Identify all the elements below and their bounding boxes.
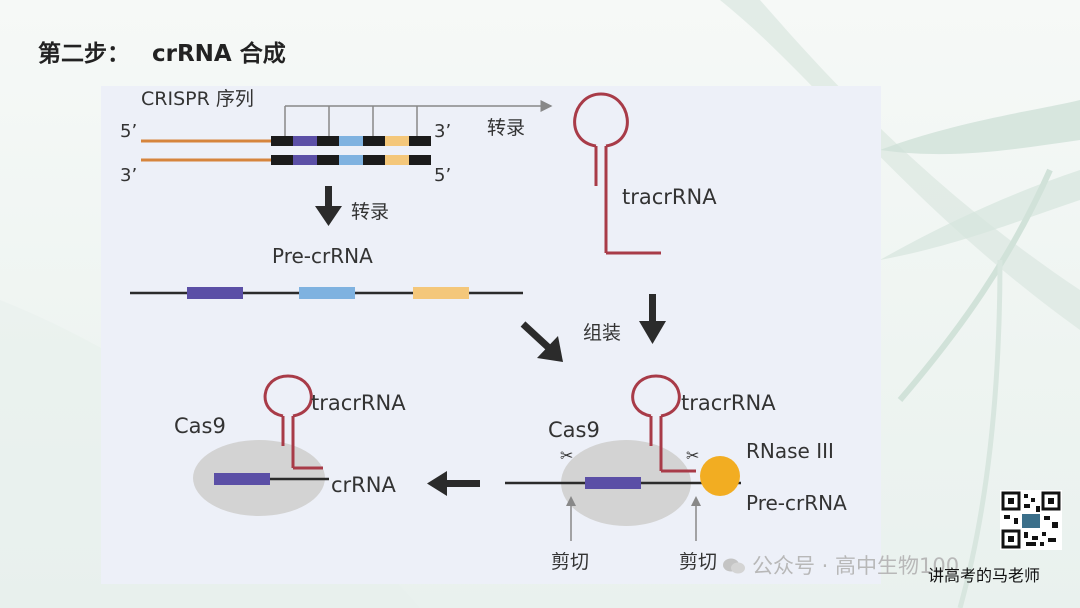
wechat-icon bbox=[722, 556, 746, 574]
crispr-array-bottom bbox=[271, 155, 431, 165]
tracrrna-right bbox=[631, 374, 696, 473]
cas9-left-label: Cas9 bbox=[174, 414, 226, 438]
crrna-diagram-panel: CRISPR 序列 转录 bbox=[101, 86, 881, 584]
assemble-down-arrow bbox=[639, 294, 666, 344]
tracrrna-right-label: tracrRNA bbox=[681, 391, 776, 415]
scissors-left-icon: ✂ bbox=[560, 446, 573, 465]
tracrrna-top bbox=[573, 92, 661, 255]
rnase-iii bbox=[700, 456, 740, 496]
strand-top-3prime: 3’ bbox=[434, 121, 451, 142]
strand-bottom-3prime: 3’ bbox=[120, 165, 137, 186]
assemble-diagonal-arrow bbox=[520, 321, 563, 362]
tracrrna-left-label: tracrRNA bbox=[311, 391, 406, 415]
pre-crrna-label: Pre-crRNA bbox=[272, 244, 373, 268]
crrna-label: crRNA bbox=[331, 473, 396, 497]
cas9-complex-right: ✂ ✂ bbox=[505, 374, 741, 526]
watermark: 公众号 · 高中生物100 bbox=[722, 550, 959, 580]
title-topic: crRNA 合成 bbox=[152, 41, 286, 67]
qr-code bbox=[1000, 490, 1062, 550]
title-step: 第二步： bbox=[38, 41, 130, 67]
crispr-array-top bbox=[271, 136, 431, 146]
tracrrna-top-label: tracrRNA bbox=[622, 185, 717, 209]
watermark-text: 公众号 · 高中生物100 bbox=[752, 554, 960, 578]
cut-right-label: 剪切 bbox=[679, 551, 717, 573]
crispr-transcription-arrow bbox=[284, 100, 553, 136]
scissors-right-icon: ✂ bbox=[686, 446, 699, 465]
cas9-right-label: Cas9 bbox=[548, 418, 600, 442]
crispr-dna bbox=[141, 136, 431, 165]
assemble-label: 组装 bbox=[583, 322, 621, 344]
cas9-complex-left bbox=[193, 374, 329, 516]
pre-crrna-right-label: Pre-crRNA bbox=[746, 491, 847, 515]
page-title: 第二步： crRNA 合成 bbox=[38, 34, 286, 68]
crispr-label: CRISPR 序列 bbox=[141, 88, 254, 110]
pre-crrna-strand bbox=[130, 287, 523, 299]
transcribe-right-label: 转录 bbox=[487, 117, 525, 139]
tracrrna-left bbox=[263, 374, 323, 470]
crrna-diagram: CRISPR 序列 转录 bbox=[120, 88, 847, 573]
transcribe-down-arrow bbox=[315, 186, 342, 226]
author-credit: 讲高考的马老师 bbox=[928, 566, 1041, 585]
cut-left-label: 剪切 bbox=[551, 551, 589, 573]
transcribe-down-label: 转录 bbox=[351, 201, 389, 223]
cut-arrows bbox=[566, 496, 701, 541]
rnase-label: RNase III bbox=[746, 439, 834, 463]
strand-top-5prime: 5’ bbox=[120, 121, 137, 142]
result-arrow bbox=[427, 471, 480, 496]
strand-bottom-5prime: 5’ bbox=[434, 165, 451, 186]
